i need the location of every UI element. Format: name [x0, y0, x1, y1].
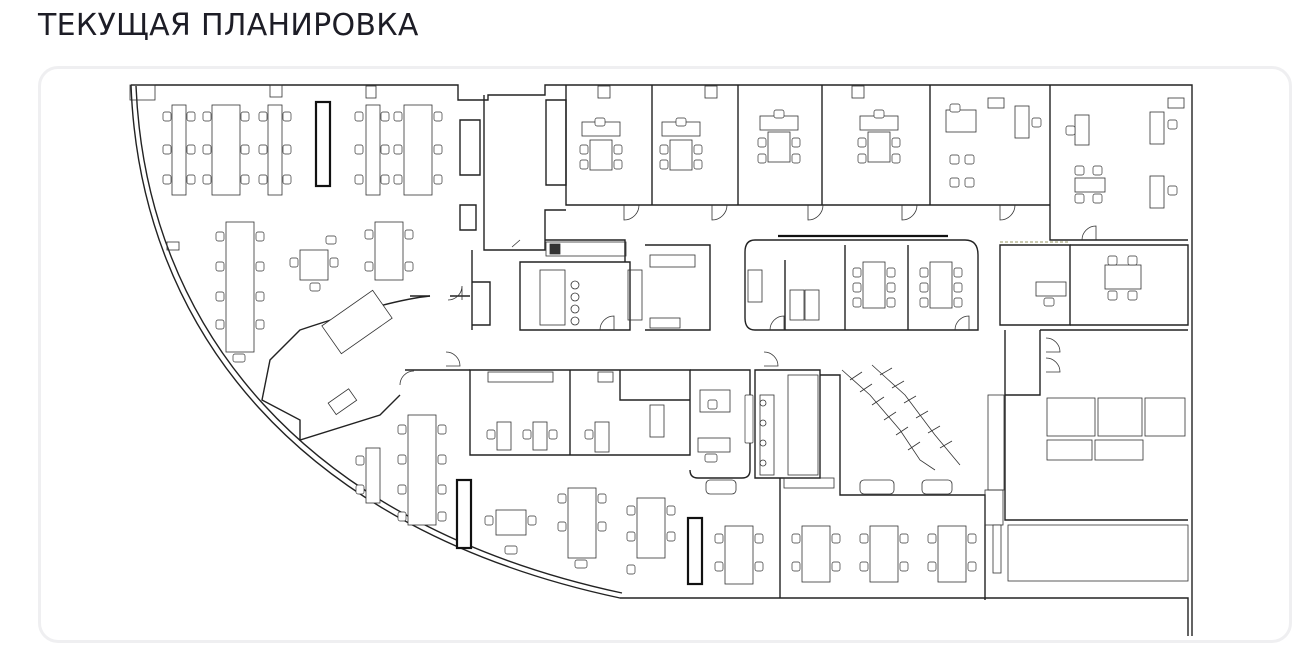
stair-ramp: [841, 364, 961, 471]
chairs: [162, 103, 1178, 575]
north-offices: [545, 85, 1188, 241]
core-walls: [459, 95, 1189, 521]
page-title: ТЕКУЩАЯ ПЛАНИРОВКА: [38, 8, 419, 43]
benches: [314, 100, 948, 586]
doors: [399, 204, 1097, 386]
outer-walls: [130, 84, 1193, 636]
floor-plan-card: [38, 66, 1292, 643]
core-details: [129, 84, 1185, 495]
south-rooms: [261, 295, 986, 600]
east-blocks: [984, 394, 1189, 582]
open-plan-desks: [171, 101, 1002, 585]
office-desks: [496, 105, 1165, 453]
floor-plan-icon: [129, 84, 1193, 636]
